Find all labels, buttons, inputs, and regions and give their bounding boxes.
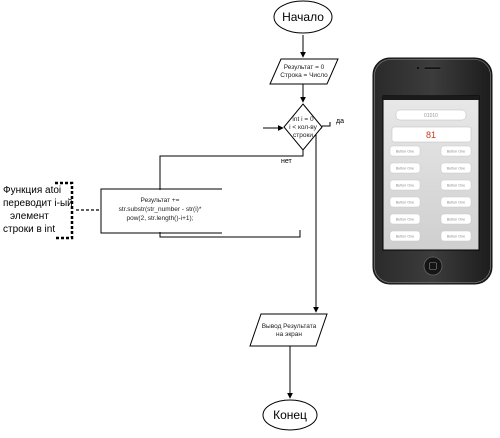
button-r2-c2-label: Button One bbox=[447, 167, 465, 171]
button-r6-c2[interactable] bbox=[440, 230, 472, 242]
annotation-line-4: строки в int bbox=[3, 224, 55, 235]
process-line-1: Результат += bbox=[141, 197, 180, 204]
phone-mockup: 01010 81 Button One Button One Button On… bbox=[372, 57, 493, 285]
annotation-bracket bbox=[55, 181, 74, 240]
process-line-3: pow(2, str.length()-i+1); bbox=[126, 215, 193, 222]
arrow-condition-to-output bbox=[313, 127, 322, 313]
button-r3-c2-label: Button One bbox=[447, 184, 465, 188]
button-r5-c2[interactable] bbox=[440, 213, 472, 225]
end-label: Конец bbox=[273, 408, 307, 422]
status-bar bbox=[383, 96, 479, 100]
button-r4-c2[interactable] bbox=[440, 196, 472, 208]
output-block: Вывод Результата на экран bbox=[249, 313, 328, 347]
button-r3-c1[interactable] bbox=[389, 179, 421, 191]
result-display bbox=[391, 126, 472, 143]
annotation-line-1: Функция atoi bbox=[3, 185, 61, 196]
start-label: Начало bbox=[282, 10, 324, 24]
result-value: 81 bbox=[426, 130, 436, 140]
condition-line-3: строки bbox=[293, 132, 313, 139]
button-r2-c1-label: Button One bbox=[396, 167, 414, 171]
process-line-2: str.substr(str_number - str(i)* bbox=[119, 206, 202, 213]
button-r6-c2-label: Button One bbox=[447, 235, 465, 239]
button-r4-c2-label: Button One bbox=[447, 201, 465, 205]
button-r6-c1-label: Button One bbox=[396, 235, 414, 239]
annotation-line-2: переводит i-ый bbox=[3, 198, 73, 209]
camera-icon bbox=[416, 66, 420, 70]
start-shape bbox=[273, 0, 333, 34]
end-shape bbox=[262, 399, 318, 431]
end-terminal: Конец bbox=[262, 399, 318, 431]
number-input-value: 01010 bbox=[424, 113, 438, 119]
home-button[interactable] bbox=[423, 256, 443, 276]
button-r3-c1-label: Button One bbox=[396, 184, 414, 188]
init-line-1: Результат = 0 bbox=[284, 64, 325, 71]
output-line-1: Вывод Результата bbox=[262, 323, 317, 330]
start-terminal: Начало bbox=[273, 0, 333, 34]
condition-line-2: i < кол-ву bbox=[289, 124, 318, 131]
button-r5-c1-label: Button One bbox=[396, 218, 414, 222]
yes-label: да bbox=[336, 118, 344, 125]
button-r6-c1[interactable] bbox=[389, 230, 421, 242]
button-r3-c2[interactable] bbox=[440, 179, 472, 191]
button-r1-c2[interactable] bbox=[440, 145, 472, 157]
button-r4-c1-label: Button One bbox=[396, 201, 414, 205]
annotation: Функция atoi переводит i-ый элемент стро… bbox=[3, 181, 101, 240]
init-block: Результат = 0 Строка = Число bbox=[269, 58, 339, 85]
arrow-condition-to-process bbox=[159, 150, 304, 190]
button-r5-c1[interactable] bbox=[389, 213, 421, 225]
process-shape bbox=[100, 188, 222, 234]
speaker-icon bbox=[423, 66, 442, 70]
condition-line-1: int i = 0 bbox=[292, 116, 314, 123]
condition-block: int i = 0 i < кол-ву строки да нет bbox=[281, 103, 344, 165]
init-line-2: Строка = Число bbox=[280, 72, 328, 79]
button-r5-c2-label: Button One bbox=[447, 218, 465, 222]
phone-bezel bbox=[374, 59, 491, 283]
init-shape bbox=[269, 58, 339, 85]
home-square-icon bbox=[429, 262, 437, 270]
button-r4-c1[interactable] bbox=[389, 196, 421, 208]
number-input[interactable] bbox=[395, 109, 467, 121]
arrow-process-return bbox=[159, 230, 301, 238]
button-r1-c1[interactable] bbox=[389, 145, 421, 157]
process-block: Результат += str.substr(str_number - str… bbox=[100, 188, 222, 234]
button-r1-c2-label: Button One bbox=[447, 150, 465, 154]
annotation-line-3: элемент bbox=[10, 211, 49, 222]
button-r2-c1[interactable] bbox=[389, 162, 421, 174]
output-line-2: на экран bbox=[276, 331, 302, 338]
no-label: нет bbox=[281, 158, 293, 165]
output-shape bbox=[249, 313, 328, 347]
button-r1-c1-label: Button One bbox=[396, 150, 414, 154]
button-r2-c2[interactable] bbox=[440, 162, 472, 174]
condition-shape bbox=[283, 103, 323, 151]
yes-tick bbox=[322, 122, 331, 127]
button-grid: Button One Button One Button One Button … bbox=[389, 145, 472, 242]
